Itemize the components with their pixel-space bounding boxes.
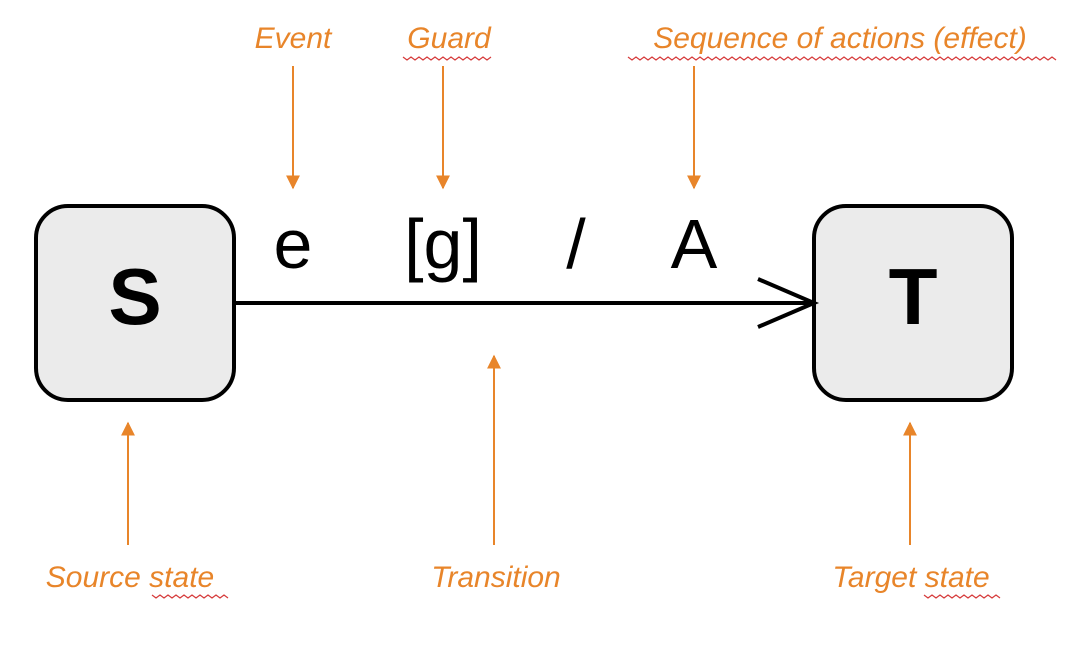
source-state-label: S	[108, 252, 161, 341]
target-state-annotation: Target state	[832, 561, 989, 594]
transition-event: e	[274, 205, 313, 283]
transition-action: A	[671, 205, 718, 283]
source-state-annotation: Source state	[46, 561, 214, 594]
effect-annotation: Sequence of actions (effect)	[653, 22, 1027, 55]
event-annotation: Event	[255, 22, 333, 55]
target-state: T	[812, 204, 1014, 402]
target-state-spellcheck-underline	[923, 594, 1001, 599]
effect-spellcheck-underline	[627, 56, 1057, 61]
guard-annotation: Guard	[407, 22, 492, 55]
transition-guard: [g]	[404, 205, 482, 283]
transition-annotation: Transition	[431, 561, 561, 594]
source-state: S	[34, 204, 236, 402]
transition-arrow	[234, 277, 820, 329]
guard-spellcheck-underline	[402, 56, 492, 61]
transition-arrowhead	[757, 277, 820, 329]
target-state-label: T	[889, 252, 938, 341]
transition-separator: /	[566, 205, 586, 283]
source-state-spellcheck-underline	[151, 594, 229, 599]
